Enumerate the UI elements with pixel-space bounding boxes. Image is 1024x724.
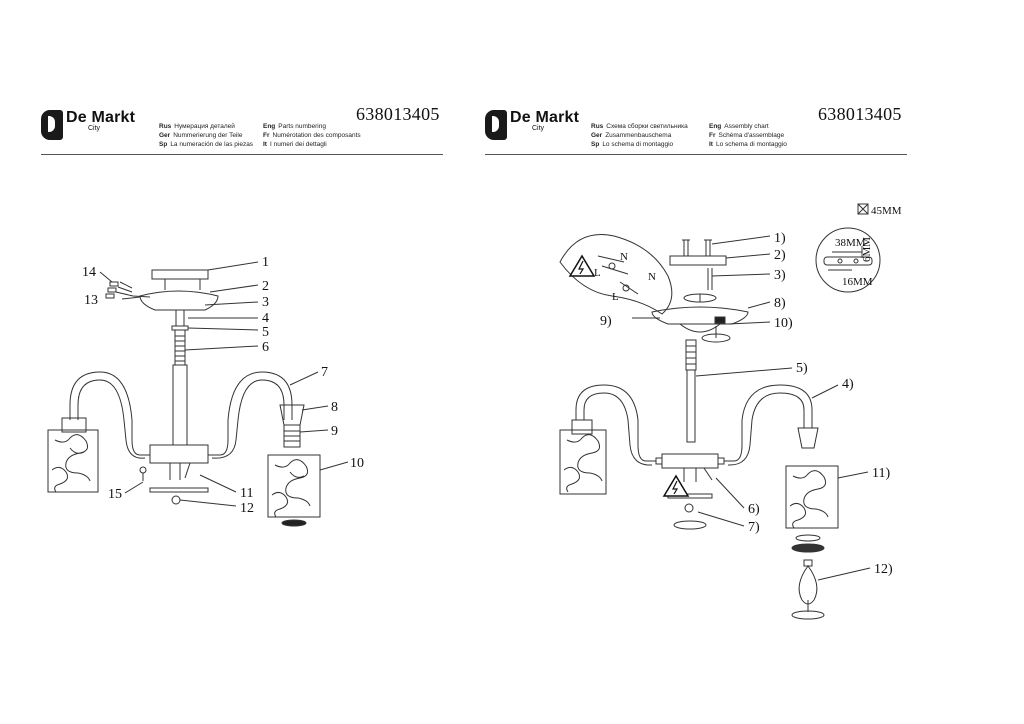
callout-1: 1 [262,255,269,270]
dimension-depth: 6MM [861,237,873,262]
canopy [139,290,219,311]
right-shade [785,465,839,529]
dimension-width: 38MM [835,237,866,249]
callout-11: 11 [240,486,253,501]
brand-name: De Markt [510,109,580,126]
center-rod [172,364,188,446]
finial [171,495,181,505]
header-rule [41,154,443,155]
dimension-hole: 16MM [842,276,873,288]
logo-d-icon [485,110,507,140]
callout-5: 5 [262,325,269,340]
callout-14: 14 [82,265,96,280]
brand-logo: De Markt City [41,110,135,140]
callout-2: 2 [262,279,269,294]
dimension-detail [815,227,881,293]
left-arm [575,384,656,462]
left-shade [559,429,607,495]
right-arm [724,384,813,462]
callout-12: 12 [240,501,254,516]
callout-5: 5) [796,361,808,376]
callout-10: 10 [350,456,364,471]
assembly-diagram: N N L L 45MM 38MM 6MM 16MM 1) 2) 3) 4) 5… [559,203,902,620]
wire-neutral-label: N [620,251,628,263]
callout-9: 9) [600,314,612,329]
article-code: 638013405 [818,104,902,124]
header-rule [485,154,907,155]
callout-3: 3) [774,268,786,283]
callout-1: 1) [774,231,786,246]
callout-7: 7 [321,365,328,380]
electric-warning-icon-2 [662,474,690,497]
callout-9: 9 [331,424,338,439]
callout-8: 8) [774,296,786,311]
brand-sub: City [88,125,101,132]
center-body [149,444,209,464]
dimension-overall: 45MM [871,205,902,217]
callout-7: 7) [748,520,760,535]
left-shade [47,429,99,493]
callout-2: 2) [774,248,786,263]
electric-warning-icon [568,254,596,277]
callout-4: 4) [842,377,854,392]
center-rod [686,369,696,443]
callout-15: 15 [108,487,122,502]
logo-d-icon [41,110,63,140]
brand-sub: City [532,125,545,132]
callout-11: 11) [872,466,890,481]
bulb [798,565,818,605]
right-arm [208,371,293,456]
callout-4: 4 [262,311,269,326]
callout-6: 6) [748,502,760,517]
callout-12: 12) [874,562,893,577]
mounting-bracket [669,255,727,266]
center-body [661,453,719,469]
article-code: 638013405 [356,104,440,124]
mounting-plate [151,269,209,280]
finial-cap [673,520,707,530]
wire-neutral-label-2: N [648,271,656,283]
callout-10: 10) [774,316,793,331]
right-shade [267,454,321,518]
brand-name: De Markt [66,109,136,126]
bulb-holder [797,427,819,449]
callout-6: 6 [262,340,269,355]
callout-3: 3 [262,295,269,310]
left-arm [69,371,150,456]
wire-live-label-2: L [612,291,619,303]
wire-live-label: L [594,267,601,279]
callout-13: 13 [84,293,98,308]
brand-logo-2: De Markt City [485,110,579,140]
callout-8: 8 [331,400,338,415]
parts-diagram: 1 2 3 4 5 6 7 8 9 10 11 12 13 14 15 [47,255,364,527]
canopy [651,306,749,325]
